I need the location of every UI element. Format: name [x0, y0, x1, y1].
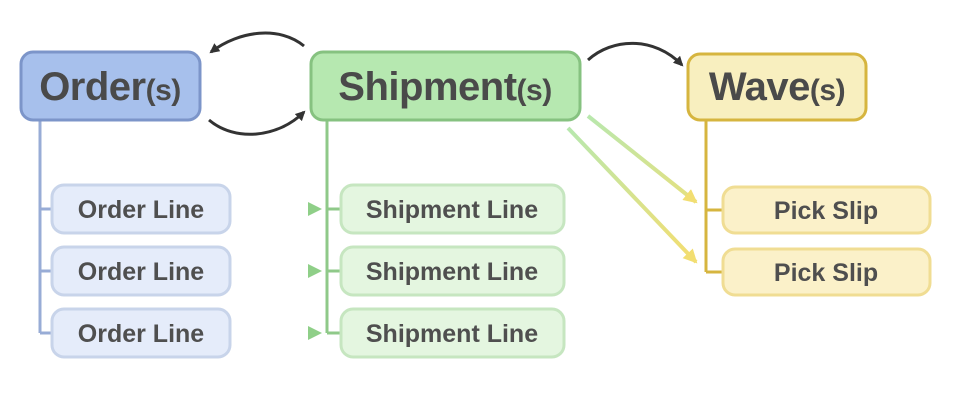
svg-text:Order(s): Order(s) — [39, 65, 181, 109]
order-line-label: Order Line — [78, 320, 205, 348]
order-tree-connector — [38, 120, 52, 335]
shipment-line-box: Shipment Line — [339, 245, 566, 297]
order-node-suffix: (s) — [146, 74, 181, 107]
shipment-line-box: Shipment Line — [339, 307, 566, 359]
shipment-line-box: Shipment Line — [339, 183, 566, 235]
shipment-line-label: Shipment Line — [366, 258, 538, 286]
pick-slip-label: Pick Slip — [774, 197, 878, 225]
shipment-node: Shipment(s) — [309, 50, 582, 122]
shipment-to-wave-arrow — [586, 41, 684, 67]
order-node: Order(s) — [19, 50, 202, 122]
pick-slip-box: Pick Slip — [721, 247, 932, 297]
svg-text:Shipment(s): Shipment(s) — [338, 65, 551, 109]
shipment-to-order-arrow — [209, 31, 305, 54]
order-line-box: Order Line — [50, 183, 232, 235]
order-line-box: Order Line — [50, 307, 232, 359]
order-line-label: Order Line — [78, 258, 205, 286]
wave-node-label: Wave — [709, 65, 810, 109]
pick-slip-label: Pick Slip — [774, 259, 878, 287]
shipment-line-label: Shipment Line — [366, 196, 538, 224]
shipment-node-label: Shipment — [338, 65, 516, 109]
wave-tree-connector — [704, 120, 723, 274]
wave-node-suffix: (s) — [810, 74, 845, 107]
order-node-label: Order — [39, 65, 145, 109]
pick-slip-box: Pick Slip — [721, 185, 932, 235]
order-to-shipment-arrow — [208, 110, 306, 136]
order-line-label: Order Line — [78, 196, 205, 224]
shipment-to-pick-slip-arrow — [566, 126, 698, 264]
shipment-node-suffix: (s) — [517, 74, 552, 107]
order-line-box: Order Line — [50, 245, 232, 297]
svg-text:Wave(s): Wave(s) — [709, 65, 845, 109]
shipment-line-label: Shipment Line — [366, 320, 538, 348]
wave-node: Wave(s) — [686, 52, 868, 122]
shipment-to-pick-slip-arrow — [586, 114, 698, 204]
shipment-tree-connector — [325, 120, 341, 335]
